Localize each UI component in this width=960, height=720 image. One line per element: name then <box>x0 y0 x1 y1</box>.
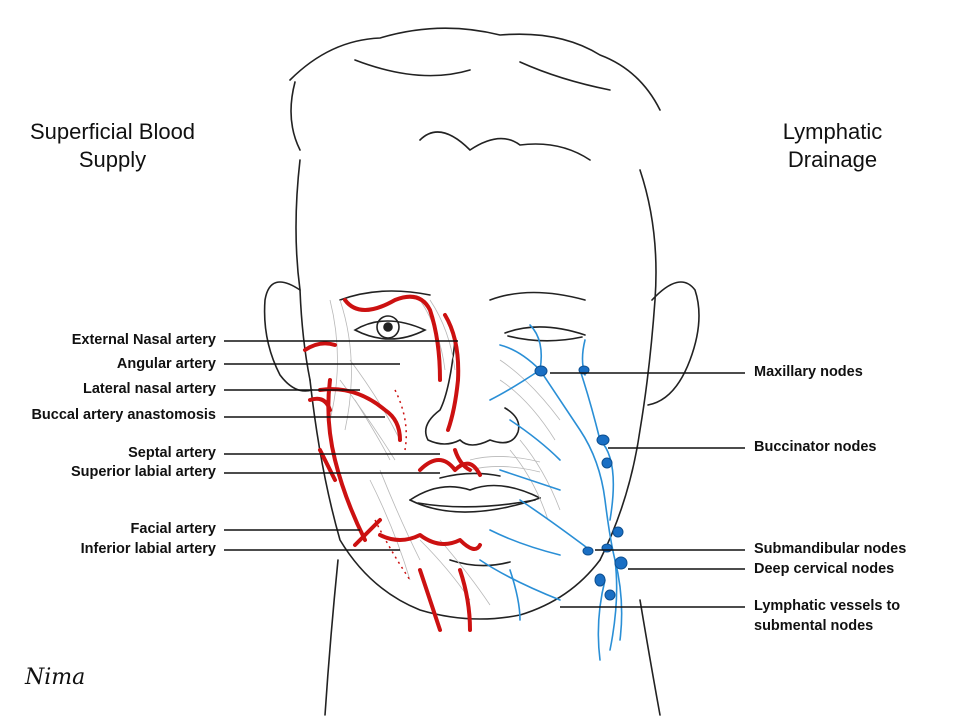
label-external-nasal-artery: External Nasal artery <box>71 332 216 348</box>
lymph-nodes <box>534 365 628 601</box>
submandibular-node <box>601 543 613 553</box>
deep-cervical-node <box>614 556 628 570</box>
left-heading-line-1: Superficial Blood <box>29 119 196 144</box>
label-inferior-labial-artery: Inferior labial artery <box>80 541 216 557</box>
label-deep-cervical-nodes: Deep cervical nodes <box>754 561 895 577</box>
label-maxillary-nodes: Maxillary nodes <box>754 364 863 380</box>
lymphatic-vessels <box>479 324 623 661</box>
buccinator-node <box>596 434 610 446</box>
face-outline <box>263 27 700 716</box>
label-buccal-artery-anastomosis: Buccal artery anastomosis <box>31 407 216 423</box>
label-lymphatic-vessels-line-2: submental nodes <box>754 618 874 634</box>
label-facial-artery: Facial artery <box>130 521 216 537</box>
muscle-shading <box>329 299 561 606</box>
label-submandibular-nodes: Submandibular nodes <box>754 541 907 557</box>
right-heading: Lymphatic Drainage <box>745 118 920 174</box>
left-heading: Superficial Blood Supply <box>10 118 215 174</box>
leader-lines <box>224 340 745 608</box>
artist-signature: Nima <box>25 665 86 690</box>
label-lateral-nasal-artery: Lateral nasal artery <box>83 381 216 397</box>
right-heading-line-2: Drainage <box>787 147 878 172</box>
submandibular-node <box>612 526 624 538</box>
submandibular-node <box>582 546 594 556</box>
septal-artery-path <box>453 448 472 472</box>
left-heading-line-2: Supply <box>78 147 147 172</box>
label-septal-artery: Septal artery <box>128 445 216 461</box>
superior-labial-artery-path <box>418 458 482 477</box>
label-angular-artery: Angular artery <box>116 356 216 372</box>
buccinator-node <box>601 457 613 469</box>
maxillary-node <box>578 365 590 375</box>
deep-cervical-node <box>594 573 606 587</box>
label-buccinator-nodes: Buccinator nodes <box>754 439 877 455</box>
maxillary-node <box>534 365 548 377</box>
label-superior-labial-artery: Superior labial artery <box>70 464 216 480</box>
label-lymphatic-vessels-line-1: Lymphatic vessels to <box>754 598 901 614</box>
right-heading-line-1: Lymphatic <box>782 119 883 144</box>
deep-cervical-node <box>604 589 616 601</box>
lateral-nasal-artery-path <box>318 387 402 442</box>
external-nasal-artery-path <box>443 313 461 432</box>
inferior-labial-artery-path <box>378 533 482 551</box>
angular-artery-path <box>343 294 442 382</box>
